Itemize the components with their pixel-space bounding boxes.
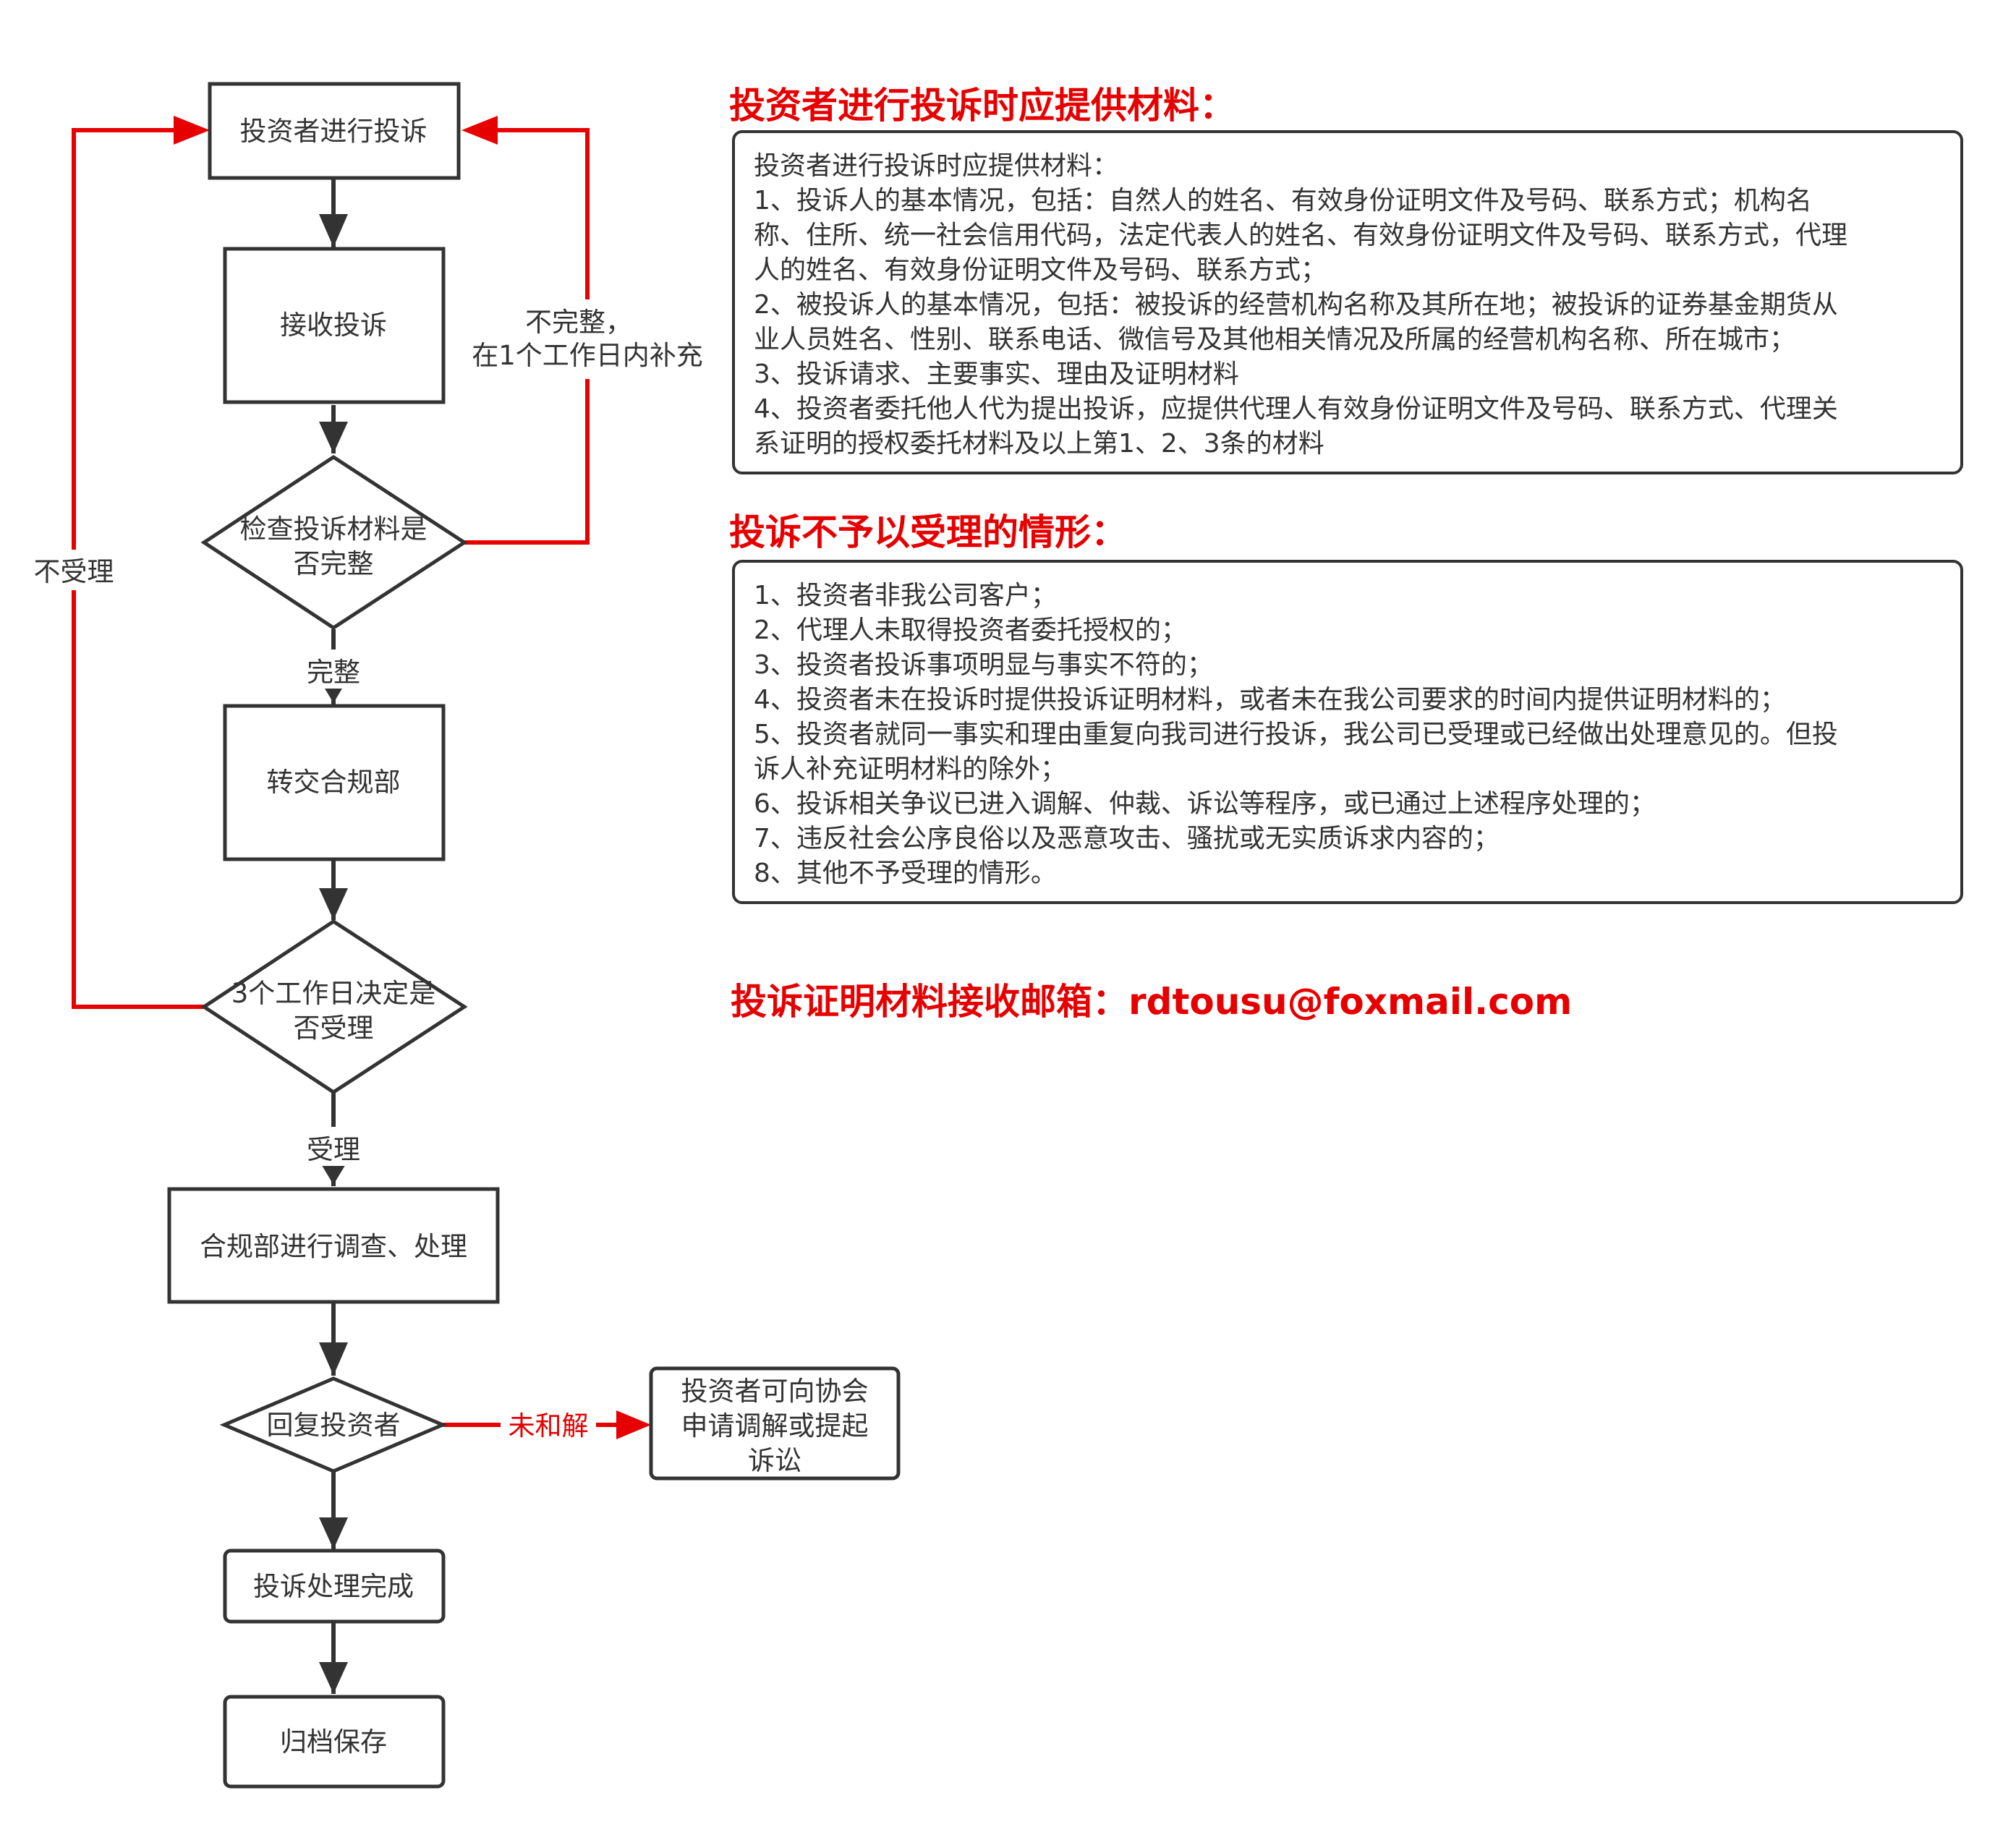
complete-label-bg — [298, 649, 369, 689]
arrowhead-to-decide — [319, 888, 348, 920]
arrowhead-to-complete — [319, 1517, 348, 1549]
materials-line: 投资者进行投诉时应提供材料： — [754, 151, 1119, 181]
rejection-line: 诉人补充证明材料的除外； — [754, 754, 1067, 784]
materials-line: 2、被投诉人的基本情况，包括：被投诉的经营机构名称及其所在地；被投诉的证券基金期… — [754, 290, 1838, 320]
rejection-line: 1、投资者非我公司客户； — [754, 581, 1057, 610]
rejection-line: 4、投资者未在投诉时提供投诉证明材料，或者未在我公司要求的时间内提供证明材料的； — [754, 685, 1786, 715]
materials-panel: 投资者进行投诉时应提供材料： 1、投诉人的基本情况，包括：自然人的姓名、有效身份… — [732, 130, 1963, 474]
rejection-panel: 1、投资者非我公司客户； 2、代理人未取得投资者委托授权的； 3、投资者投诉事项… — [732, 560, 1963, 904]
flow-nodes — [167, 82, 901, 1789]
node-archive-box — [223, 1695, 446, 1789]
node-check-label-line1: 检查投诉材料是 — [240, 514, 428, 545]
edge-not-settled-label: 未和解 — [509, 1410, 589, 1441]
materials-line: 人的姓名、有效身份证明文件及号码、联系方式； — [754, 255, 1327, 285]
node-investigate-box — [167, 1187, 500, 1304]
node-check-label-line2: 否完整 — [294, 548, 374, 579]
node-check-diamond — [200, 455, 468, 630]
node-mediation-box — [649, 1366, 901, 1481]
node-investigate-label: 合规部进行调查、处理 — [200, 1231, 467, 1262]
arrowhead-not-settled — [616, 1410, 651, 1439]
edge-labels: 不完整， 在1个工作日内补充 完整 不受理 受理 未和解 — [29, 299, 712, 1444]
node-mediation-label-line3: 诉讼 — [748, 1445, 801, 1476]
rejection-line: 7、违反社会公序良俗以及恶意攻击、骚扰或无实质诉求内容的； — [754, 824, 1500, 853]
rejection-line: 6、投诉相关争议已进入调解、仲裁、诉讼等程序，或已通过上述程序处理的； — [754, 789, 1656, 819]
edge-incomplete-label-line2: 在1个工作日内补充 — [472, 340, 703, 371]
materials-line: 3、投诉请求、主要事实、理由及证明材料 — [754, 359, 1239, 389]
materials-line: 1、投诉人的基本情况，包括：自然人的姓名、有效身份证明文件及号码、联系方式；机构… — [754, 186, 1812, 216]
node-receive-box — [223, 247, 446, 404]
materials-line: 称、住所、统一社会信用代码，法定代表人的姓名、有效身份证明文件及号码、联系方式，… — [754, 221, 1848, 250]
node-mediation-label-line2: 申请调解或提起 — [681, 1410, 869, 1441]
node-mediation-label-line1: 投资者可向协会 — [681, 1376, 869, 1407]
arrowhead-not-accepted-loop — [174, 116, 210, 145]
materials-line: 4、投资者委托他人代为提出投诉，应提供代理人有效身份证明文件及号码、联系方式、代… — [754, 394, 1838, 424]
email-line: 投诉证明材料接收邮箱：rdtousu@foxmail.com — [731, 981, 1573, 1023]
node-decide-diamond — [200, 919, 468, 1094]
not-accepted-label-bg — [29, 550, 119, 590]
node-archive-label: 归档保存 — [280, 1726, 387, 1758]
arrowhead-to-reply — [319, 1342, 348, 1376]
node-transfer-box — [223, 704, 446, 861]
node-submit-label: 投资者进行投诉 — [240, 116, 428, 147]
rejection-line: 3、投资者投诉事项明显与事实不符的； — [754, 650, 1213, 680]
edge-not-accepted-label: 不受理 — [34, 556, 114, 587]
rejection-line: 5、投资者就同一事实和理由重复向我司进行投诉，我公司已受理或已经做出处理意见的。… — [754, 720, 1838, 749]
node-labels: 投资者进行投诉 接收投诉 检查投诉材料是 否完整 转交合规部 3个工作日决定是 … — [200, 116, 869, 1758]
node-complete-label: 投诉处理完成 — [253, 1571, 414, 1602]
not-settled-label-bg — [501, 1407, 596, 1444]
materials-heading: 投资者进行投诉时应提供材料： — [729, 85, 1235, 127]
node-submit-box — [208, 82, 461, 180]
rejection-line: 2、代理人未取得投资者委托授权的； — [754, 616, 1187, 645]
materials-line: 系证明的授权委托材料及以上第1、2、3条的材料 — [754, 429, 1324, 459]
accepted-label-bg — [298, 1127, 369, 1166]
node-decide-label-line2: 否受理 — [294, 1013, 374, 1044]
arrowhead-to-investigate — [320, 1163, 346, 1185]
rejection-heading: 投诉不予以受理的情形： — [729, 511, 1127, 553]
node-transfer-label: 转交合规部 — [267, 767, 401, 798]
arrowhead-incomplete-loop — [462, 116, 498, 145]
edge-incomplete-label-line1: 不完整， — [525, 307, 632, 338]
arrowhead-to-receive — [319, 214, 348, 247]
arrowhead-to-check — [319, 422, 348, 453]
node-reply-diamond — [219, 1376, 448, 1473]
incomplete-label-bg — [463, 299, 712, 379]
edge-accepted-label: 受理 — [307, 1134, 360, 1165]
node-reply-label: 回复投资者 — [267, 1410, 401, 1441]
materials-line: 业人员姓名、性别、联系电话、微信号及其他相关情况及所属的经营机构名称、所在城市； — [754, 325, 1796, 354]
node-receive-label: 接收投诉 — [280, 310, 387, 341]
node-decide-label-line1: 3个工作日决定是 — [231, 978, 436, 1009]
edge-complete-label: 完整 — [307, 657, 360, 688]
node-complete-box — [223, 1549, 446, 1624]
arrowhead-to-archive — [319, 1662, 348, 1694]
rejection-line: 8、其他不予受理的情形。 — [754, 859, 1057, 888]
